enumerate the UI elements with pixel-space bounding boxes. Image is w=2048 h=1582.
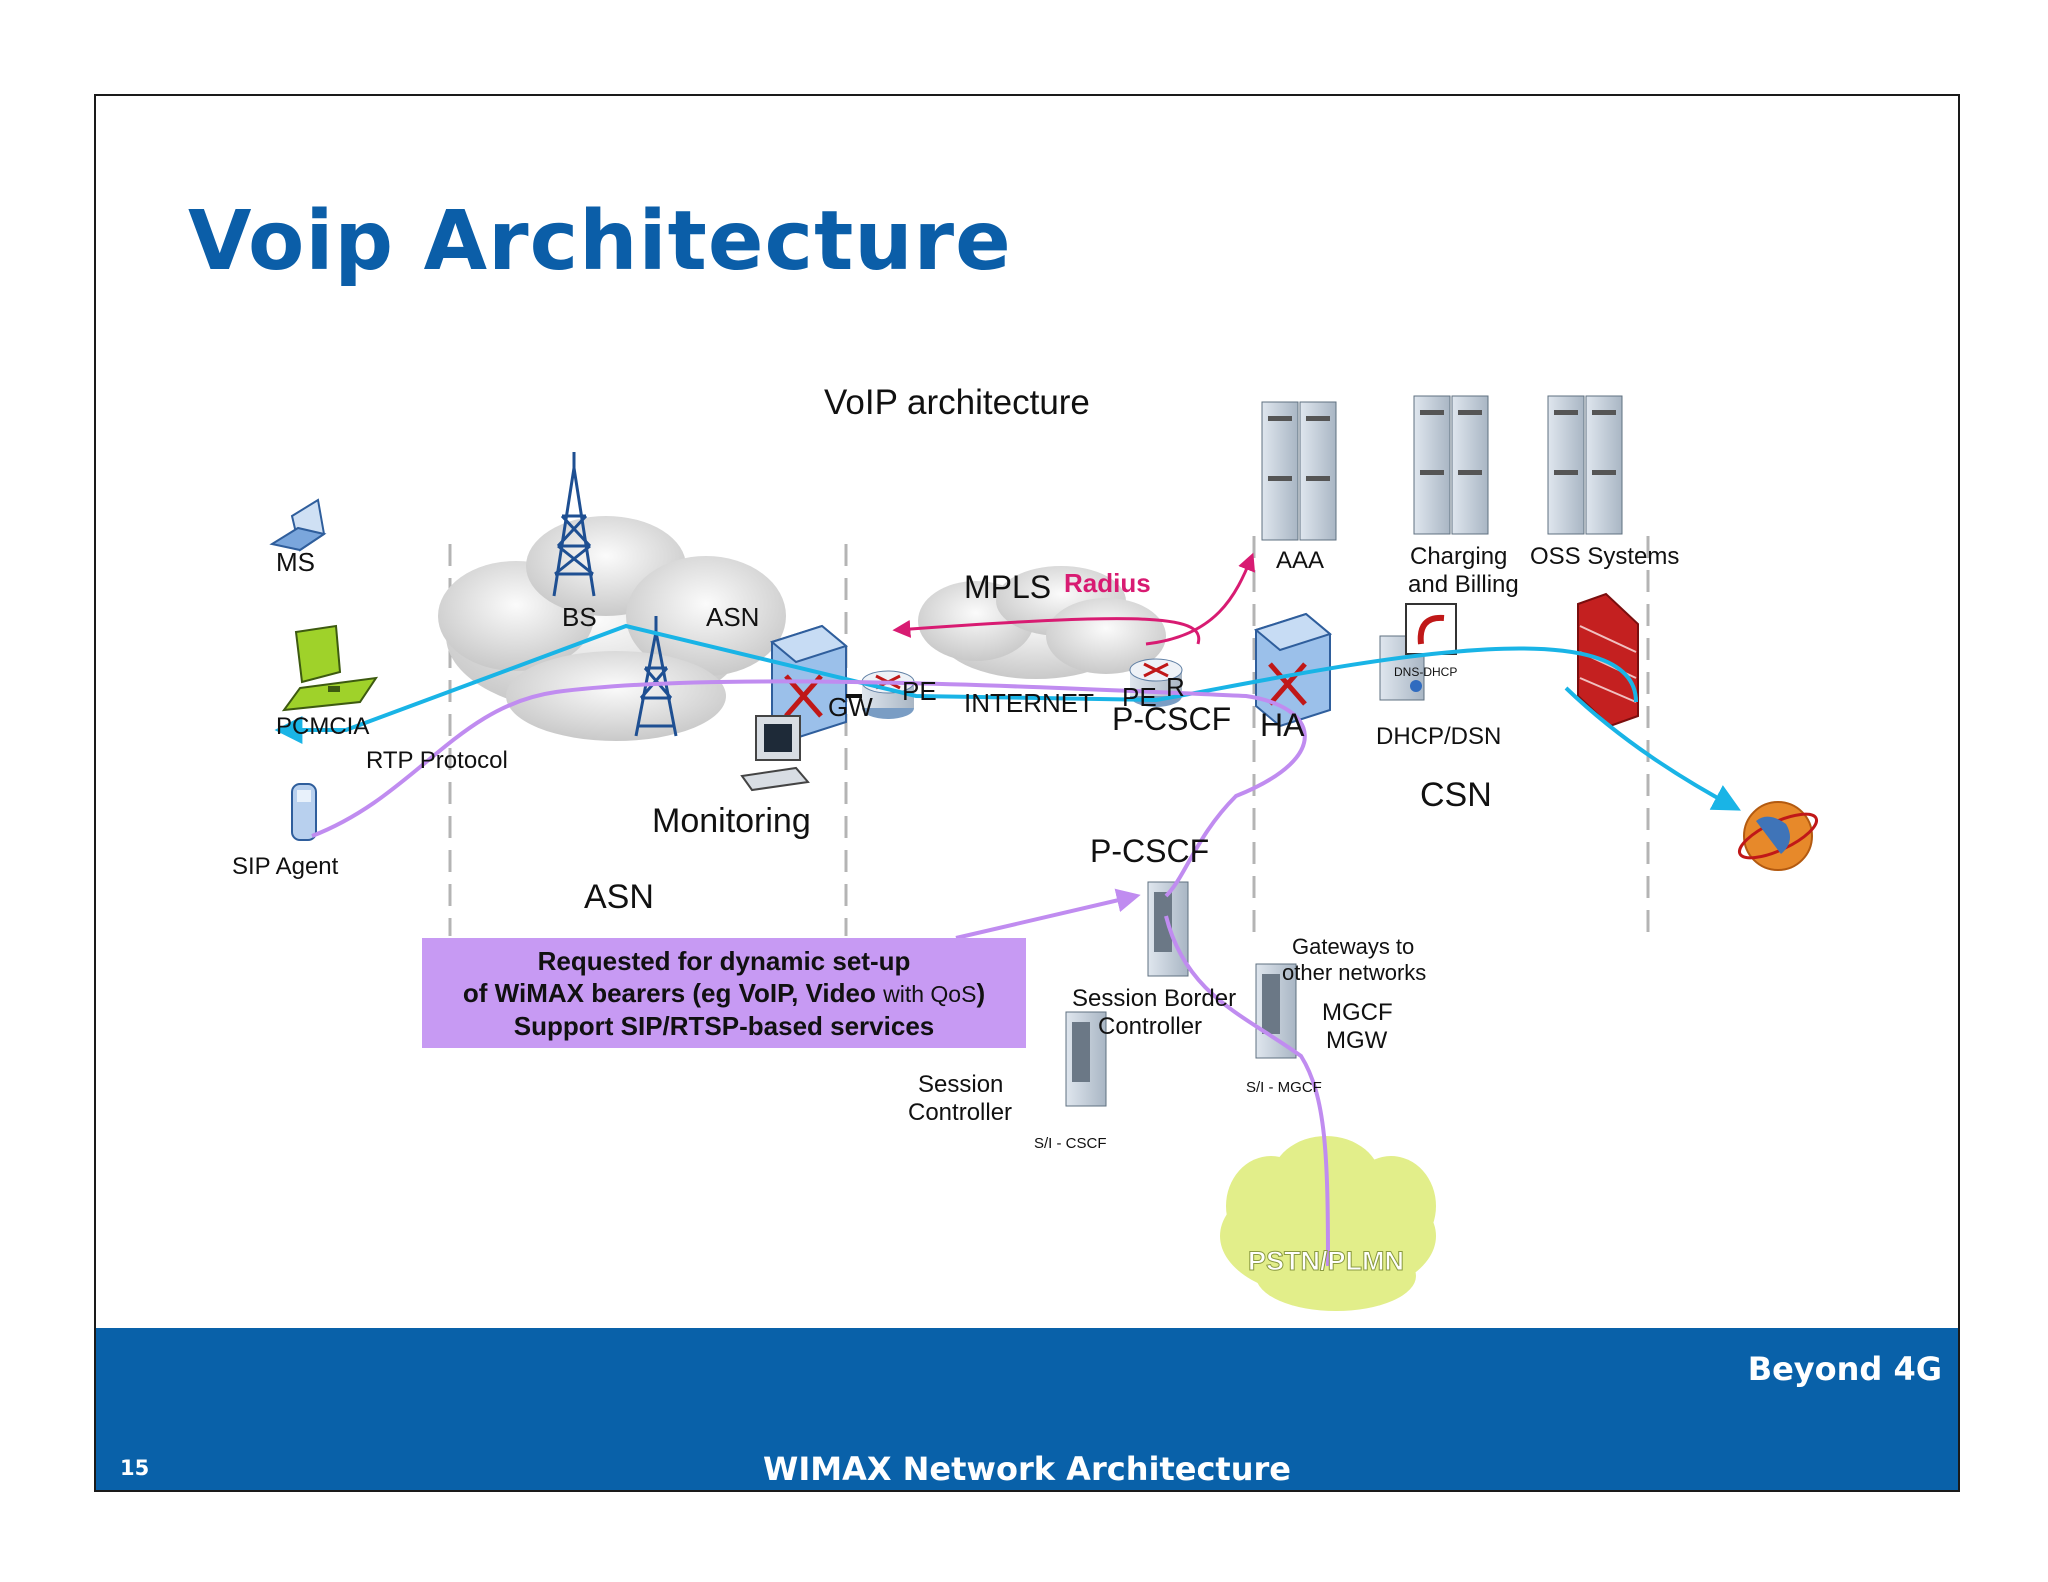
footer-course-title: WIMAX Network Architecture [763, 1450, 1291, 1488]
label-asn-gw-top: ASN [706, 602, 759, 632]
rtp-link [311, 679, 1307, 898]
label-bs: BS [562, 602, 597, 632]
callout-link [955, 888, 1141, 940]
label-ms: MS [276, 547, 315, 577]
label-p-cscf: P-CSCF [1090, 833, 1209, 869]
label-pe-left: PE [902, 676, 937, 706]
label-charging-2: and Billing [1408, 571, 1519, 598]
aaa-server-icon [1261, 401, 1337, 541]
label-dhcp-dsn: DHCP/DSN [1376, 723, 1501, 750]
label-sbc-2: Controller [1098, 1013, 1202, 1040]
label-dns-dhcp: DNS-DHCP [1394, 665, 1457, 679]
label-pstn: PSTN/PLMN [1248, 1246, 1404, 1276]
label-r: R [1166, 672, 1185, 702]
label-asn-gw-bottom: GW [828, 692, 873, 722]
callout-box: Requested for dynamic set-up of WiMAX be… [422, 938, 1026, 1048]
pcmcia-laptop-icon [281, 624, 379, 712]
sip-phone-icon [291, 783, 317, 841]
label-sip-agent: SIP Agent [232, 853, 339, 880]
internet-cloud [918, 566, 1166, 679]
callout-line-2-end: ) [976, 977, 986, 1008]
label-p-cscf-core: P-CSCF [1112, 701, 1231, 737]
label-sc-2: Controller [908, 1099, 1012, 1126]
callout-line-3: Support SIP/RTSP-based services [513, 1010, 935, 1041]
label-mpls: MPLS [964, 569, 1051, 605]
label-mgw: MGW [1326, 1027, 1388, 1054]
label-si-mgcf: S/I - MGCF [1246, 1079, 1322, 1096]
architecture-diagram: VoIP architecture MS PCMCIA RTP Protocol… [232, 383, 1819, 1311]
label-internet: INTERNET [964, 688, 1094, 718]
pstn-cloud [1220, 1136, 1436, 1311]
label-rtp: RTP Protocol [366, 747, 508, 774]
label-gw-2: other networks [1282, 960, 1426, 985]
pstn-link [1164, 915, 1330, 1267]
callout-line-2-bold: of WiMAX bearers (eg VoIP, Video [462, 977, 876, 1008]
label-oss: OSS Systems [1530, 543, 1679, 570]
page-title: Voip Architecture [188, 194, 1012, 289]
callout-line-2: of WiMAX bearers (eg VoIP, Video with Qo… [463, 977, 985, 1010]
label-pe-right: PE [1122, 682, 1157, 712]
ha-router-icon [1253, 612, 1333, 728]
label-gw-1: Gateways to [1292, 934, 1414, 959]
label-zone-csn: CSN [1420, 776, 1492, 814]
footer-bar: Beyond 4G 15 WIMAX Network Architecture [96, 1328, 1958, 1490]
label-si-cscf: S/I - CSCF [1034, 1135, 1107, 1152]
label-monitoring: Monitoring [652, 802, 811, 840]
label-charging-1: Charging [1410, 543, 1507, 570]
oss-server-icon [1547, 395, 1623, 535]
label-radius: Radius [1064, 568, 1151, 598]
cyan-data-link [274, 623, 1638, 744]
monitoring-pc-icon [740, 715, 810, 792]
radius-link [892, 617, 1201, 645]
page-number: 15 [120, 1456, 150, 1480]
internet-globe-icon [1737, 801, 1819, 871]
ms-laptop-icon [269, 498, 327, 552]
label-sc-1: Session [918, 1071, 1003, 1098]
label-aaa: AAA [1276, 547, 1324, 574]
callout-line-2-small: with QoS [883, 980, 977, 1007]
mgcf-server-icon [1255, 963, 1297, 1059]
label-zone-asn: ASN [584, 878, 654, 916]
dhcp-server-icon [1379, 603, 1457, 701]
charging-server-icon [1413, 395, 1489, 535]
footer-brand: Beyond 4G [1747, 1350, 1942, 1388]
cyan-internet-link [1564, 686, 1741, 811]
label-mgcf: MGCF [1322, 999, 1393, 1026]
session-controller-server-icon [1065, 1011, 1107, 1107]
zone-separators [448, 536, 1650, 936]
label-pcmcia: PCMCIA [276, 713, 369, 740]
bs-tower-icon [552, 452, 596, 597]
label-ha: HA [1260, 707, 1305, 743]
slide: Voip Architecture [94, 94, 1960, 1492]
radius-link-aaa [1145, 552, 1256, 646]
diagram-subtitle: VoIP architecture [824, 383, 1090, 422]
callout-line-1: Requested for dynamic set-up [537, 945, 911, 976]
label-sbc-1: Session Border [1072, 985, 1236, 1012]
